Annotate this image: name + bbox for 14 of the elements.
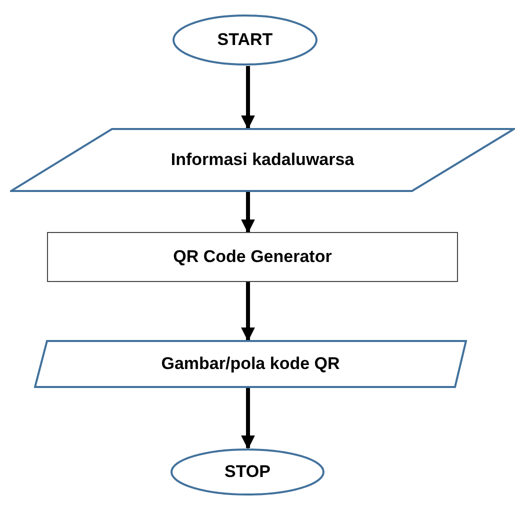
input-parallelogram [10,128,515,192]
stop-terminator [170,448,325,496]
arrow [241,282,255,342]
node-label: START [217,29,273,52]
arrow [241,66,255,130]
node-label: STOP [224,461,270,484]
node-label: Gambar/pola kode QR [161,353,340,376]
process-box [47,232,458,282]
output-parallelogram [34,340,467,388]
node-label: QR Code Generator [173,246,332,268]
start-terminator [172,14,318,66]
arrow [241,388,255,450]
arrow [241,192,255,234]
node-label: Informasi kadaluwarsa [170,149,354,172]
